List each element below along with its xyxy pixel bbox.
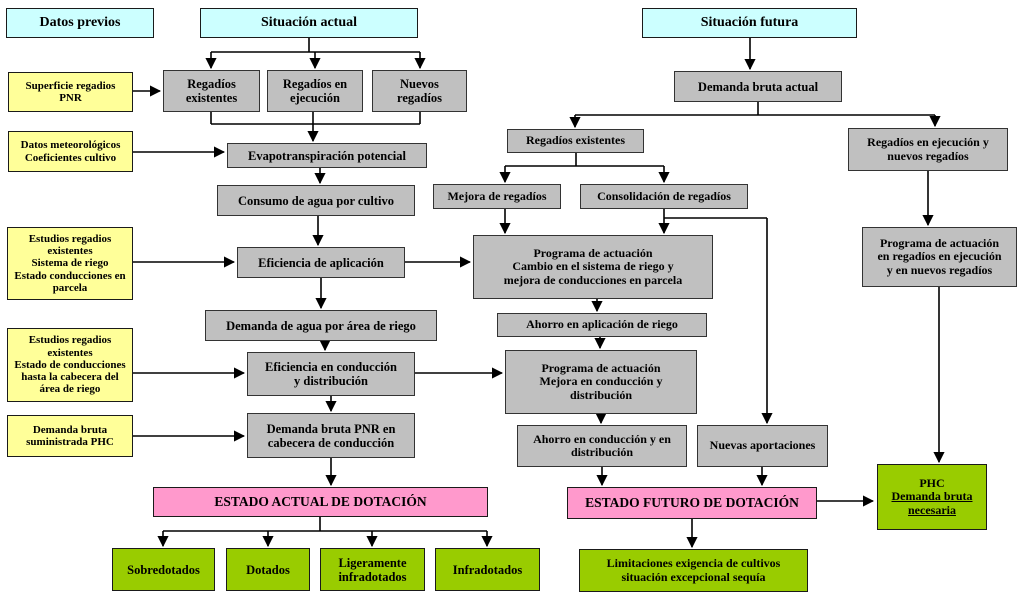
input-estudios-regadios-parcela: Estudios regadios existentes Sistema de … <box>7 227 133 300</box>
state-estado-actual-dotacion: ESTADO ACTUAL DE DOTACIÓN <box>153 487 488 517</box>
process-demanda-bruta-pnr-cabecera: Demanda bruta PNR en cabecera de conducc… <box>247 413 415 458</box>
phc-title: PHC <box>919 475 945 490</box>
process-regadios-existentes-futura: Regadíos existentes <box>507 129 644 153</box>
process-ahorro-aplicacion-riego: Ahorro en aplicación de riego <box>497 313 707 337</box>
result-limitaciones-sequia: Limitaciones exigencia de cultivos situa… <box>579 549 808 592</box>
input-demanda-bruta-suministrada-phc: Demanda bruta suministrada PHC <box>7 415 133 457</box>
process-consumo-agua-cultivo: Consumo de agua por cultivo <box>217 185 415 216</box>
process-eficiencia-aplicacion: Eficiencia de aplicación <box>237 247 405 278</box>
process-programa-cambio-sistema-riego: Programa de actuación Cambio en el siste… <box>473 235 713 299</box>
process-nuevos-regadios-actual: Nuevos regadíos <box>372 70 467 112</box>
header-situacion-actual: Situación actual <box>200 8 418 38</box>
process-mejora-de-regadios: Mejora de regadíos <box>433 184 561 209</box>
process-evapotranspiracion-potencial: Evapotranspiración potencial <box>227 143 427 168</box>
process-regadios-ejecucion-nuevos-futura: Regadíos en ejecución y nuevos regadíos <box>848 128 1008 171</box>
header-situacion-futura: Situación futura <box>642 8 857 38</box>
process-regadios-existentes-actual: Regadíos existentes <box>163 70 260 112</box>
process-demanda-bruta-actual: Demanda bruta actual <box>674 71 842 102</box>
process-programa-regadios-ejecucion-nuevos: Programa de actuación en regadíos en eje… <box>862 227 1017 287</box>
process-consolidacion-de-regadios: Consolidación de regadíos <box>580 184 748 209</box>
phc-subtitle: Demanda bruta necesaria <box>891 489 973 517</box>
input-estudios-regadios-cabecera: Estudios regadios existentes Estado de c… <box>7 328 133 402</box>
process-regadios-en-ejecucion-actual: Regadíos en ejecución <box>267 70 363 112</box>
state-estado-futuro-dotacion: ESTADO FUTURO DE DOTACIÓN <box>567 487 817 519</box>
process-nuevas-aportaciones: Nuevas aportaciones <box>697 425 828 467</box>
process-programa-mejora-conduccion: Programa de actuación Mejora en conducci… <box>505 350 697 414</box>
result-ligeramente-infradotados: Ligeramente infradotados <box>320 548 425 591</box>
process-demanda-agua-area-riego: Demanda de agua por área de riego <box>205 310 437 341</box>
header-datos-previos: Datos previos <box>6 8 154 38</box>
result-dotados: Dotados <box>226 548 310 591</box>
input-datos-meteorologicos: Datos meteorológicos Coeficientes cultiv… <box>8 131 133 172</box>
result-sobredotados: Sobredotados <box>112 548 215 591</box>
input-superficie-regadios-pnr: Superficie regadios PNR <box>8 72 133 112</box>
result-infradotados: Infradotados <box>435 548 540 591</box>
process-eficiencia-conduccion-distribucion: Eficiencia en conducción y distribución <box>247 352 415 396</box>
process-ahorro-conduccion-distribucion: Ahorro en conducción y en distribución <box>517 425 687 467</box>
